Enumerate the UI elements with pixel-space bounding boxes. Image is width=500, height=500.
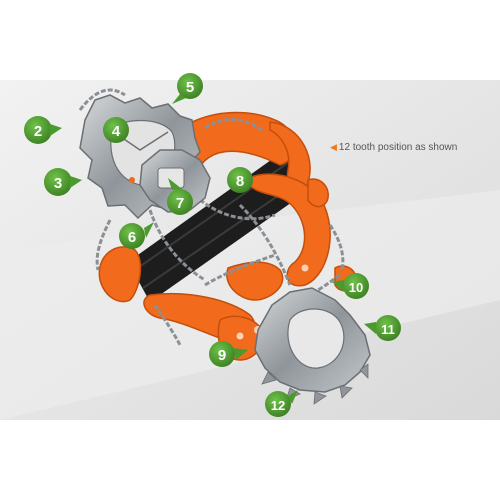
callout-badge-12: 12 xyxy=(265,390,298,417)
mid-plate xyxy=(139,149,211,213)
caption-text: 12 tooth position as shown xyxy=(338,142,458,153)
callout-badge-6: 6 xyxy=(119,222,154,249)
svg-text:7: 7 xyxy=(176,195,184,212)
callout-badge-10: 10 xyxy=(332,273,369,299)
callout-badge-3: 3 xyxy=(44,168,82,196)
svg-text:5: 5 xyxy=(186,79,194,96)
callout-badge-8: 8 xyxy=(227,167,253,193)
svg-text:4: 4 xyxy=(112,123,121,140)
rear-heel-plate xyxy=(254,287,371,405)
triangle-left-icon: ◀ xyxy=(330,142,337,152)
svg-text:6: 6 xyxy=(128,229,136,246)
svg-text:10: 10 xyxy=(349,280,363,295)
harness-rivet xyxy=(236,332,244,340)
callout-badge-9: 9 xyxy=(209,341,248,367)
svg-text:9: 9 xyxy=(218,347,226,364)
callout-badge-7: 7 xyxy=(167,178,193,215)
svg-text:2: 2 xyxy=(34,123,42,140)
callout-badge-2: 2 xyxy=(24,116,62,144)
callout-badge-4: 4 xyxy=(103,117,129,143)
harness-rivet xyxy=(301,264,309,272)
tooth-position-caption: ◀12 tooth position as shown xyxy=(330,142,457,153)
svg-text:8: 8 xyxy=(236,173,244,190)
callout-badges: 2 3 4 5 6 7 8 xyxy=(24,73,401,417)
callout-badge-11: 11 xyxy=(364,315,401,341)
callout-badge-5: 5 xyxy=(172,73,203,104)
svg-text:12: 12 xyxy=(271,398,285,413)
svg-text:11: 11 xyxy=(381,322,395,337)
svg-text:3: 3 xyxy=(54,175,62,192)
